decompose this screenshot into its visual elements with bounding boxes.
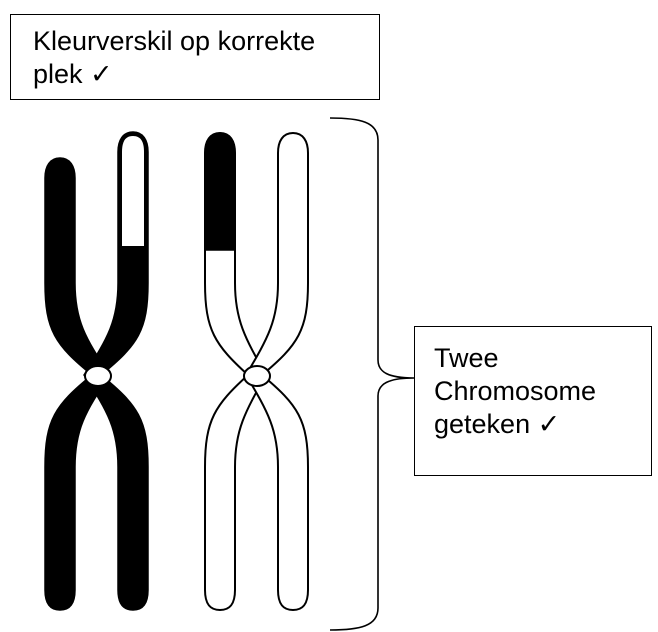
label-color-difference: Kleurverskil op korrekte plek ✓ <box>10 14 380 100</box>
label-color-difference-line1: Kleurverskil op korrekte <box>33 25 379 58</box>
label-two-chromosomes-line3: geteken ✓ <box>434 408 651 441</box>
chromosome-right <box>205 133 308 610</box>
chromosome-left-centromere <box>85 366 111 386</box>
chromosome-left-light-band <box>122 136 144 246</box>
label-two-chromosomes-line1: Twee <box>434 342 651 375</box>
label-two-chromosomes-line2: Chromosome <box>434 375 651 408</box>
curly-brace <box>330 118 414 630</box>
chromosome-right-centromere <box>244 366 270 386</box>
label-color-difference-line2: plek ✓ <box>33 58 379 91</box>
label-two-chromosomes: Twee Chromosome geteken ✓ <box>414 326 652 476</box>
chromosome-left <box>45 132 148 610</box>
chromosome-right-dark-band <box>205 133 235 250</box>
